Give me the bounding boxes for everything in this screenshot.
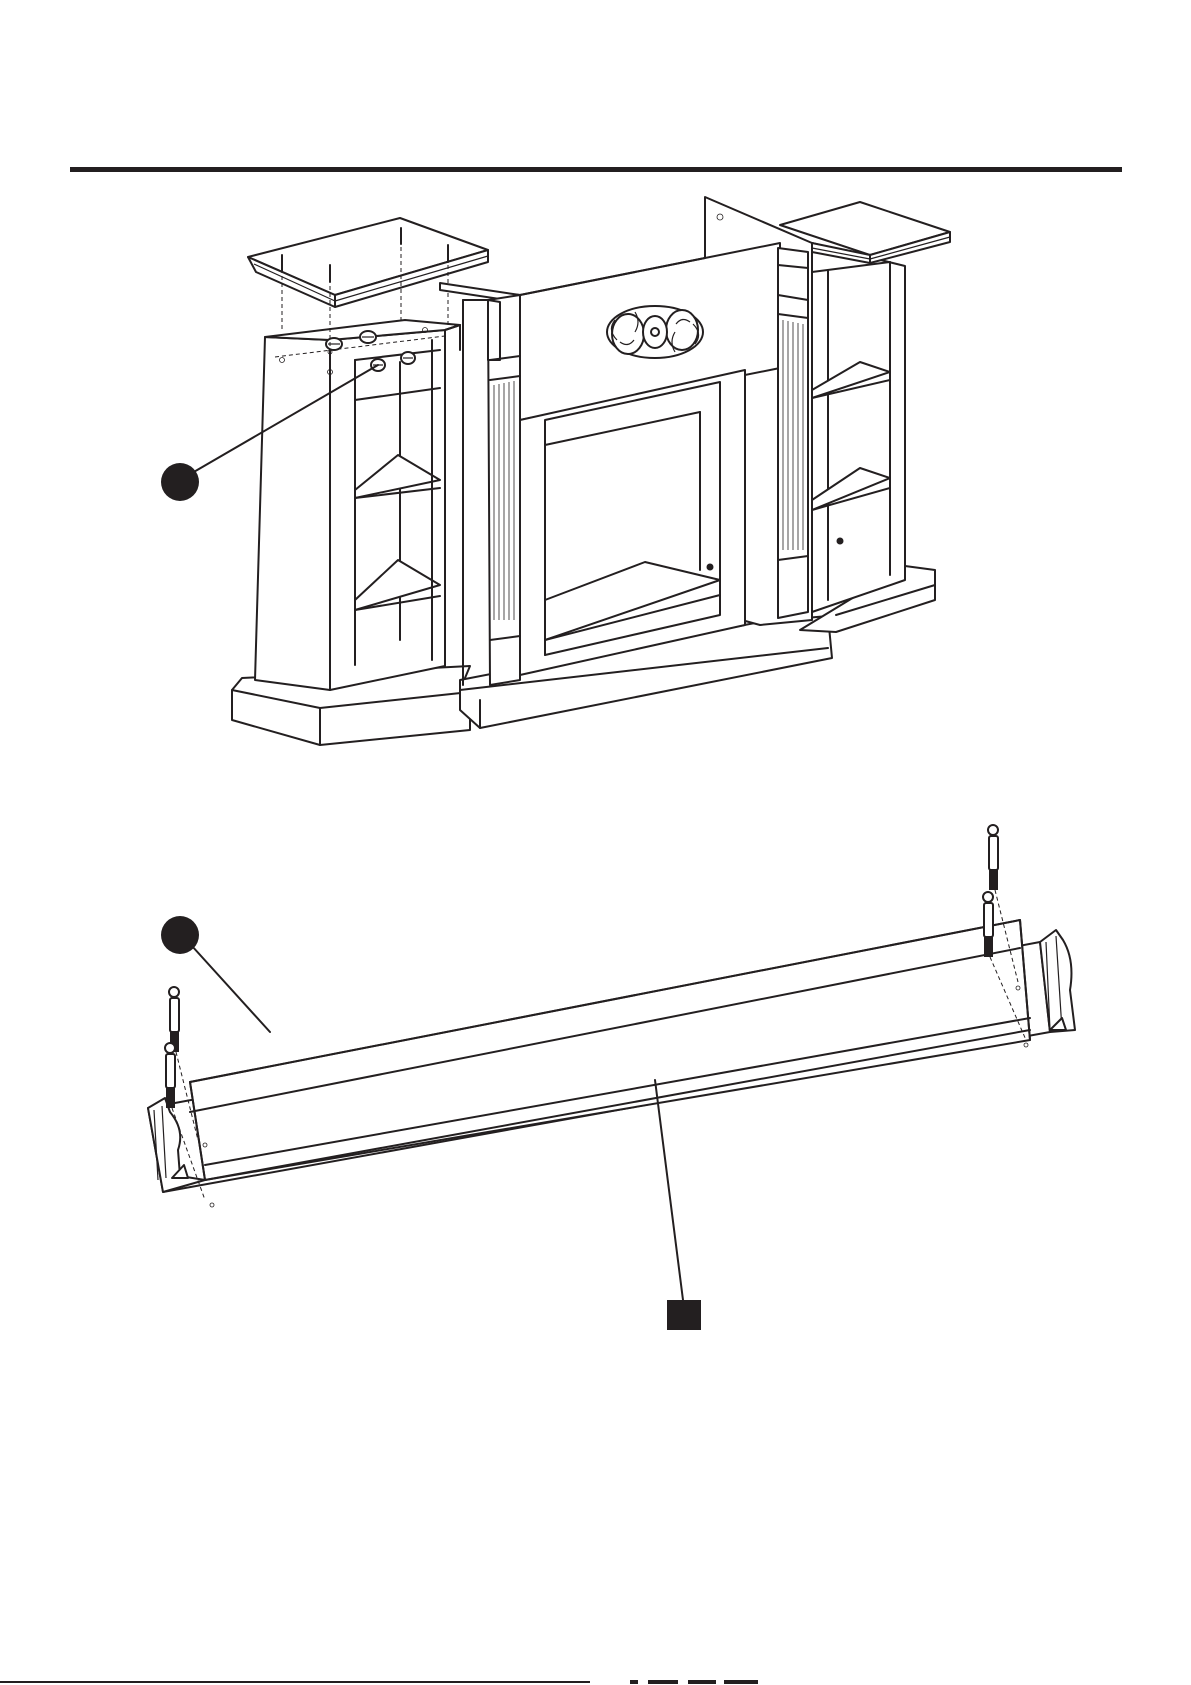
center-mantel (440, 197, 812, 685)
fireplace-mantel-assembly (161, 197, 950, 745)
part-marker (655, 1080, 701, 1330)
cam-lock-icon (360, 331, 376, 343)
shelf-board-assembly (148, 825, 1075, 1330)
ornament-icon (607, 306, 703, 358)
right-pilaster (778, 248, 808, 618)
left-pilaster (463, 295, 520, 685)
cam-lock-icon (401, 352, 415, 364)
cam-lock-icon (326, 338, 342, 350)
footer-marks (630, 1680, 758, 1684)
left-bookcase (255, 320, 460, 690)
